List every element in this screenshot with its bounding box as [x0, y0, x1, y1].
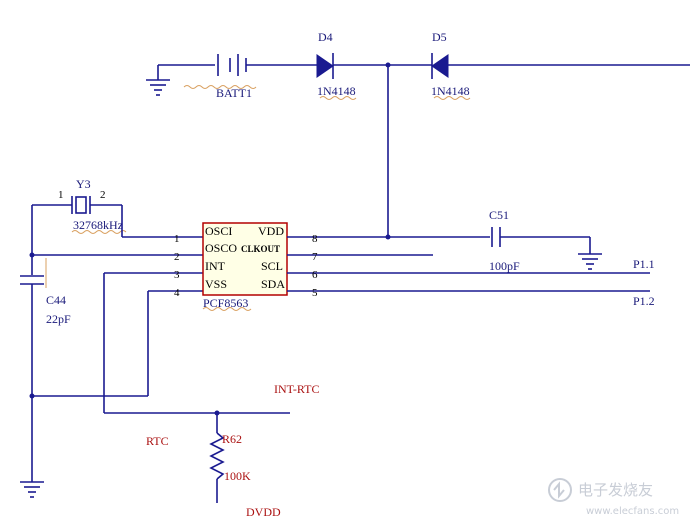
watermark-logo	[548, 478, 572, 502]
cap-c51-symbol	[491, 227, 501, 247]
ic-pin6-num: 6	[312, 269, 318, 281]
cap-c51-ref: C51	[489, 208, 509, 222]
ic-pin-int: INT	[205, 259, 226, 273]
cap-c44-symbol	[20, 275, 44, 285]
net-label-dvdd: DVDD	[246, 505, 281, 519]
c51-ground-symbol	[578, 237, 602, 270]
battery-label-underline	[183, 85, 257, 89]
ic-pin4-num: 4	[174, 287, 180, 299]
ic-pin5-num: 5	[312, 287, 318, 299]
ic-pin-osco: OSCO	[205, 241, 237, 255]
net-label-p12: P1.2	[633, 294, 655, 308]
net-label-rtc: RTC	[146, 434, 169, 448]
ic-pin3-num: 3	[174, 269, 180, 281]
ic-pin-sda: SDA	[261, 277, 285, 291]
watermark-site: www.elecfans.com	[586, 506, 679, 517]
diode-d4-part: 1N4148	[317, 84, 356, 98]
resistor-r62-value: 100K	[224, 469, 251, 483]
ic-pin8-num: 8	[312, 233, 318, 245]
ic-part-label: PCF8563	[203, 296, 248, 310]
ic-pin-clkout: CLKOUT	[241, 244, 280, 254]
crystal-ref: Y3	[76, 177, 91, 191]
left-ground-symbol	[20, 481, 44, 498]
crystal-pin1: 1	[58, 189, 64, 201]
diode-d5-ref: D5	[432, 30, 447, 44]
crystal-pin2: 2	[100, 189, 106, 201]
cap-c44-ref: C44	[46, 293, 66, 307]
junction-osco	[29, 252, 35, 258]
resistor-r62-symbol	[209, 432, 225, 480]
watermark-text: 电子发烧友	[578, 481, 653, 499]
net-label-int-rtc: INT-RTC	[274, 382, 320, 396]
battery-label: BATT1	[216, 86, 252, 100]
ic-body	[202, 222, 288, 296]
ic-pin2-num: 2	[174, 251, 180, 263]
diode-d5-part-underline	[433, 96, 471, 100]
crystal-freq: 32768kHz	[73, 218, 123, 232]
resistor-r62-ref: R62	[222, 432, 242, 446]
net-label-p11: P1.1	[633, 257, 655, 271]
diode-d5-part: 1N4148	[431, 84, 470, 98]
ic-part-underline	[202, 307, 252, 311]
ic-pin-vss: VSS	[205, 277, 227, 291]
diode-d4-part-underline	[319, 96, 357, 100]
diode-d5-symbol	[431, 53, 449, 79]
diode-d4-symbol	[316, 53, 334, 79]
diode-d4-ref: D4	[318, 30, 333, 44]
cap-c51-value: 100pF	[489, 259, 520, 273]
ic-pin-vdd: VDD	[258, 224, 284, 238]
top-ground-symbol	[146, 65, 170, 96]
ic-pin1-num: 1	[174, 233, 180, 245]
crystal-freq-underline	[71, 230, 127, 234]
crystal-symbol	[71, 196, 91, 214]
cap-c44-value: 22pF	[46, 312, 71, 326]
ic-pin-scl: SCL	[261, 259, 283, 273]
battery-symbol	[217, 54, 247, 76]
ic-pin-osci: OSCI	[205, 224, 232, 238]
ic-pin7-num: 7	[312, 251, 318, 263]
